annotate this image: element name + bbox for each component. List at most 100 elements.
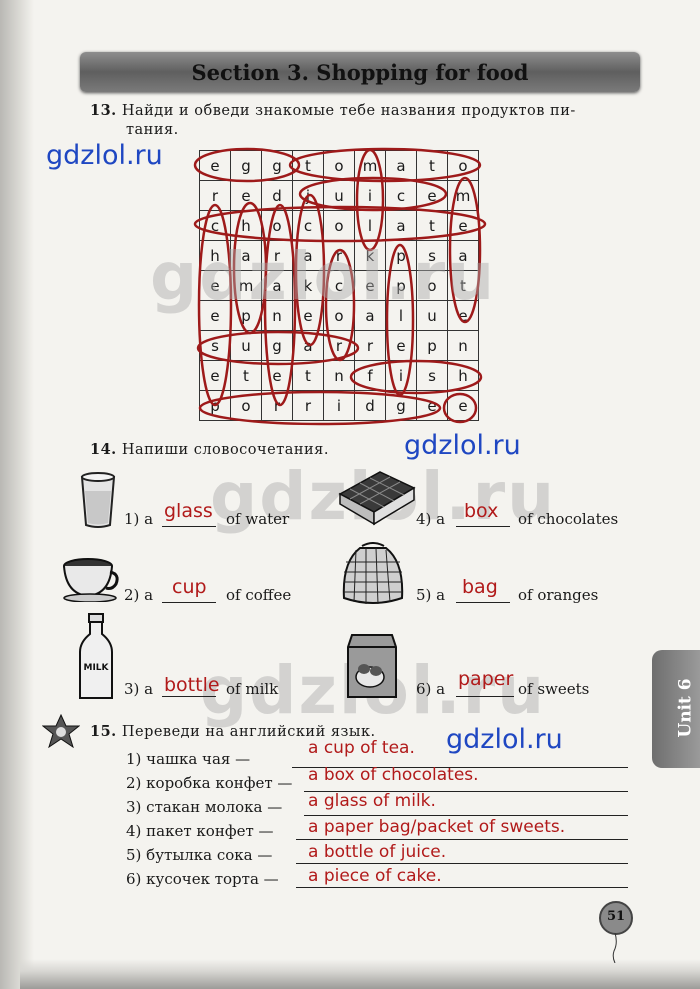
- grid-cell: p: [416, 330, 448, 361]
- answer-3: a glass of milk.: [308, 791, 436, 811]
- answer-bag: bag: [462, 576, 498, 598]
- item-number: 5) a: [416, 586, 446, 604]
- grid-cell: o: [323, 300, 355, 331]
- item-number: 6) a: [416, 680, 446, 698]
- grid-cell: t: [416, 150, 448, 181]
- grid-cell: n: [323, 360, 355, 391]
- ex14-item-1: 1) a: [124, 510, 153, 528]
- ru-phrase-2: 2) коробка конфет —: [126, 774, 293, 792]
- answer-circles: [193, 147, 487, 426]
- grid-cell: a: [354, 300, 386, 331]
- ru-phrase-1: 1) чашка чая —: [126, 750, 251, 768]
- circle-tomato: [288, 147, 482, 183]
- item-rest: of sweets: [518, 680, 590, 698]
- watermark-text: gdzlol.ru: [404, 430, 521, 461]
- answer-bottle: bottle: [164, 674, 220, 696]
- glass-icon: [80, 472, 116, 528]
- ex14-item-4: 4) a: [416, 510, 445, 528]
- page-number: 51: [606, 909, 626, 924]
- circle-col-6: [355, 148, 385, 252]
- blank-line: [162, 602, 216, 603]
- answer-paper: paper: [458, 668, 514, 690]
- ex14-item-3: 3) a: [124, 680, 153, 698]
- watermark-text: gdzlol.ru: [46, 140, 163, 171]
- answer-glass: glass: [164, 500, 213, 522]
- blank-line: [162, 526, 216, 527]
- answer-6: a piece of cake.: [308, 866, 442, 886]
- grid-cell: s: [416, 360, 448, 391]
- ru-phrase-4: 4) пакет конфет —: [126, 822, 274, 840]
- ex15-number: 15.: [90, 723, 117, 740]
- circle-col-5: [324, 248, 356, 362]
- circle-col-7: [385, 243, 415, 397]
- watermark-big: gdzlol.ru: [150, 238, 497, 315]
- page-number-badge: 51: [599, 901, 633, 935]
- answer-box: box: [464, 500, 499, 522]
- ex14-task-text: Напиши словосочетания.: [121, 442, 329, 458]
- answer-2: a box of chocolates.: [308, 765, 479, 785]
- blank-line: [296, 839, 628, 840]
- ex14-item-5: 5) a: [416, 586, 445, 604]
- blank-line: [304, 791, 628, 792]
- grid-cell: r: [292, 390, 324, 421]
- ex13-number: 13.: [90, 102, 117, 119]
- grid-cell: e: [199, 270, 231, 301]
- ru-phrase-5: 5) бутылка сока —: [126, 846, 273, 864]
- blank-line: [304, 815, 628, 816]
- ex13-task-line2: тания.: [126, 122, 179, 138]
- item-number: 4) a: [416, 510, 446, 528]
- grid-cell: l: [385, 300, 417, 331]
- item-rest: of oranges: [518, 586, 599, 604]
- item-rest: of coffee: [226, 586, 292, 604]
- ex14-task: 14. Напиши словосочетания.: [90, 441, 329, 458]
- circle-sugar: [196, 330, 360, 366]
- blank-line: [456, 602, 510, 603]
- answer-cup: cup: [172, 576, 207, 598]
- ex14-number: 14.: [90, 441, 117, 458]
- milk-label: MILK: [83, 663, 109, 673]
- circle-col-4: [294, 193, 326, 347]
- ex14-item-2: 2) a: [124, 586, 153, 604]
- answer-4: a paper bag/packet of sweets.: [308, 817, 566, 837]
- item-rest: of water: [226, 510, 290, 528]
- answer-5: a bottle of juice.: [308, 842, 447, 862]
- grid-cell: a: [447, 240, 479, 271]
- page-spine-shadow: [0, 0, 34, 989]
- ru-phrase-6: 6) кусочек торта —: [126, 870, 279, 888]
- answer-1: a cup of tea.: [308, 738, 415, 758]
- grid-cell: e: [199, 150, 231, 181]
- chocolate-box-icon: [338, 471, 416, 526]
- star-badge-icon: [42, 714, 80, 748]
- cup-icon: [63, 558, 119, 602]
- blank-line: [292, 767, 628, 768]
- blank-line: [162, 696, 216, 697]
- watermark-text: gdzlol.ru: [446, 724, 563, 755]
- ex15-task-text: Переведи на английский язык.: [121, 724, 376, 740]
- circle-meat: [448, 176, 482, 324]
- item-number: 3) a: [124, 680, 154, 698]
- blank-line: [296, 887, 628, 888]
- circle-egg: [193, 147, 301, 183]
- grid-cell: o: [261, 210, 293, 241]
- item-rest: of chocolates: [518, 510, 619, 528]
- blank-line: [456, 696, 514, 697]
- circle-col-9: [442, 392, 478, 424]
- grid-cell: t: [230, 360, 262, 391]
- milk-bottle-icon: MILK: [79, 613, 113, 699]
- circle-juice: [298, 176, 448, 212]
- circle-col-3: [263, 203, 297, 407]
- balloon-string-icon: [612, 933, 617, 963]
- item-rest: of milk: [226, 680, 279, 698]
- item-number: 1) a: [124, 510, 154, 528]
- ex13-task-line1: Найди и обведи знакомые тебе названия пр…: [121, 103, 576, 119]
- page-bottom-shadow: [20, 959, 700, 989]
- grid-cell: u: [416, 300, 448, 331]
- grid-cell: n: [447, 330, 479, 361]
- net-bag-icon: [342, 542, 404, 605]
- unit-label: Unit 6: [675, 678, 696, 738]
- grid-cell: i: [354, 180, 386, 211]
- ru-phrase-3: 3) стакан молока —: [126, 798, 283, 816]
- ex14-item-6: 6) a: [416, 680, 445, 698]
- ex15-task: 15. Переведи на английский язык.: [90, 723, 376, 740]
